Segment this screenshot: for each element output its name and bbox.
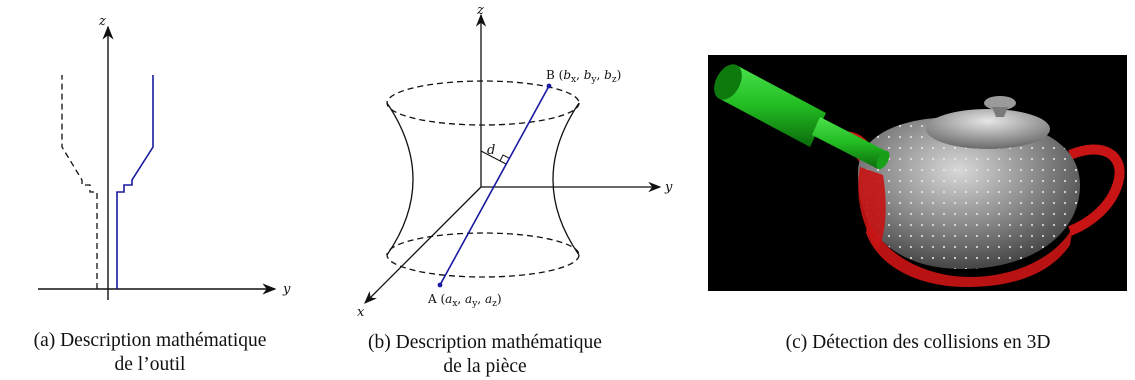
point-a-marker <box>437 282 443 288</box>
tool-cylinder <box>714 64 890 170</box>
teapot-bottom-collision <box>866 215 1073 287</box>
caption-a: (a) Description mathématique de l’outil <box>0 329 300 377</box>
x-axis-label: x <box>357 305 365 320</box>
tool-profile-right <box>116 75 154 289</box>
z-axis-label: z <box>476 3 484 18</box>
segment-ab <box>439 85 550 286</box>
bottom-ellipse <box>386 232 580 278</box>
caption-b-line1: (b) Description mathématique <box>368 332 602 353</box>
teapot-lid-knob-stem <box>992 107 1008 117</box>
y-axis-label: y <box>664 180 673 195</box>
panel-collision-render <box>708 55 1127 291</box>
teapot-lid <box>926 109 1050 149</box>
point-b-marker <box>546 83 552 89</box>
caption-b-line2: de la pièce <box>443 356 527 377</box>
point-b-label: B (bx, by, bz) <box>546 68 621 85</box>
right-angle-mark <box>499 154 510 162</box>
hyperboloid-left-edge <box>386 102 414 256</box>
caption-a-line2: de l’outil <box>114 354 186 375</box>
tool-profile-diagram: z y <box>38 14 291 300</box>
caption-a-line1: (a) Description mathématique <box>33 330 267 351</box>
part-hyperboloid-diagram: z y x d B (bx, by, bz) A (ax, ay, az) <box>357 3 673 320</box>
caption-c: (c) Détection des collisions en 3D <box>785 332 1051 353</box>
teapot-lid-knob <box>984 96 1016 110</box>
distance-d-line <box>480 150 507 165</box>
point-a-label: A (ax, ay, az) <box>427 292 502 309</box>
x-axis <box>364 186 482 304</box>
panel-part-description: z y x d B (bx, by, bz) A (ax, ay, az) <box>335 0 675 320</box>
tool-profile-left-dashed <box>61 75 98 289</box>
y-axis-label: y <box>282 282 291 297</box>
hyperboloid-right-edge <box>552 102 580 256</box>
teapot-handle <box>1068 144 1125 236</box>
collision-render-image <box>708 55 1127 291</box>
caption-b: (b) Description mathématique de la pièce <box>335 331 635 379</box>
teapot-side-collision <box>858 167 886 250</box>
distance-d-label: d <box>487 143 495 158</box>
z-axis-label: z <box>98 14 106 29</box>
panel-tool-description: z y <box>0 0 300 300</box>
